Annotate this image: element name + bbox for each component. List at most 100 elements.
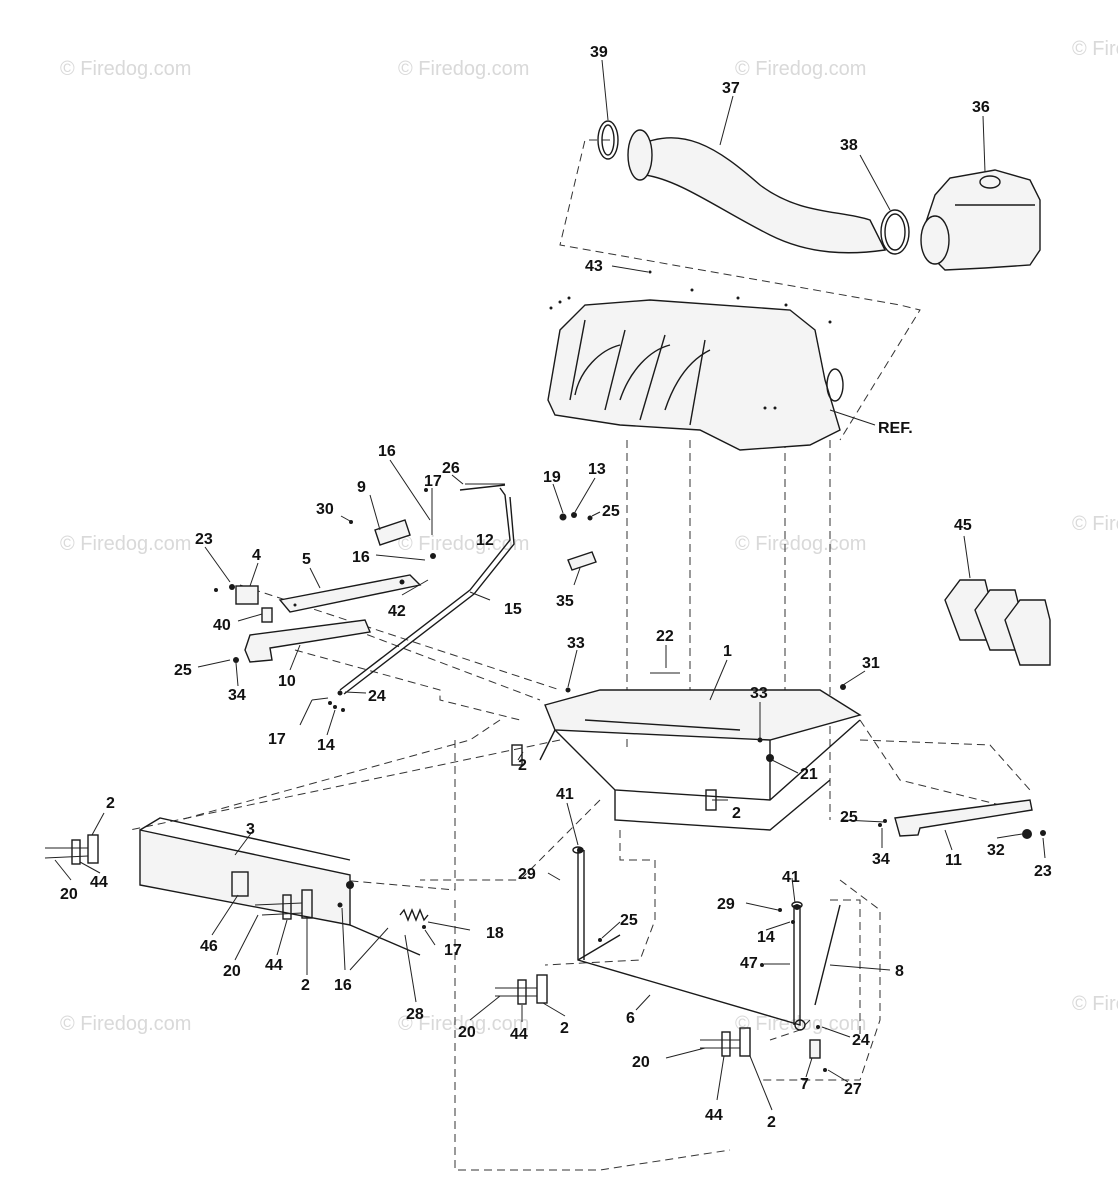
callout-labels: 39 37 36 38 43 REF. 16 26 19 13 17 9 30 … — [60, 44, 1052, 1131]
hood-screws — [549, 270, 832, 410]
callout-33: 33 — [567, 635, 585, 652]
callout-20: 20 — [223, 963, 241, 980]
watermark-text: © Firedog.com — [735, 1013, 866, 1035]
blower-36 — [920, 169, 1041, 271]
callout-18: 18 — [486, 925, 504, 942]
watermark-text: © Firedog.com — [398, 533, 529, 555]
callout-27: 27 — [844, 1081, 862, 1098]
tube-35 — [567, 551, 597, 571]
callout-44: 44 — [265, 957, 283, 974]
callout-29: 29 — [717, 896, 735, 913]
callout-22: 22 — [656, 628, 674, 645]
callout-23: 23 — [1034, 863, 1052, 880]
callout-11: 11 — [945, 852, 962, 869]
callout-17: 17 — [424, 473, 442, 490]
watermark-text: © Firedog.com — [1072, 993, 1118, 1015]
collector-hood — [547, 299, 844, 451]
callout-25: 25 — [840, 809, 858, 826]
rod-8 — [814, 904, 841, 1006]
baffle-3 — [139, 817, 421, 956]
callout-25: 25 — [620, 912, 638, 929]
callout-24: 24 — [852, 1032, 870, 1049]
watermark-text: © Firedog.com — [398, 1013, 529, 1035]
callout-2: 2 — [732, 805, 741, 822]
callout-2: 2 — [767, 1114, 776, 1131]
callout-4: 4 — [252, 547, 261, 564]
callout-10: 10 — [278, 673, 296, 690]
watermark-text: © Firedog.com — [1072, 513, 1118, 535]
callout-17: 17 — [444, 942, 462, 959]
frame-6 — [572, 846, 806, 1031]
callout-38: 38 — [840, 137, 858, 154]
callout-40: 40 — [213, 617, 231, 634]
callout-2: 2 — [301, 977, 310, 994]
watermark-text: © Firedog.com — [1072, 38, 1118, 60]
frame-1 — [539, 689, 862, 831]
callout-ref: REF. — [878, 420, 913, 437]
callout-16: 16 — [352, 549, 370, 566]
watermark-text: © Firedog.com — [735, 58, 866, 80]
watermark-text: © Firedog.com — [60, 533, 191, 555]
callout-43: 43 — [585, 258, 603, 275]
callout-14: 14 — [317, 737, 335, 754]
callout-42: 42 — [388, 603, 406, 620]
callout-16: 16 — [334, 977, 352, 994]
callout-41: 41 — [556, 786, 574, 803]
weights-45 — [944, 579, 1051, 666]
callout-17: 17 — [268, 731, 286, 748]
callout-3: 3 — [246, 821, 255, 838]
callout-26: 26 — [442, 460, 460, 477]
callout-29: 29 — [518, 866, 536, 883]
callout-45: 45 — [954, 517, 972, 534]
callout-23: 23 — [195, 531, 213, 548]
callout-39: 39 — [590, 44, 608, 61]
watermark-text: © Firedog.com — [60, 58, 191, 80]
callout-32: 32 — [987, 842, 1005, 859]
callout-36: 36 — [972, 99, 990, 116]
callout-46: 46 — [200, 938, 218, 955]
callout-5: 5 — [302, 551, 311, 568]
callout-15: 15 — [504, 601, 522, 618]
callout-6: 6 — [626, 1010, 635, 1027]
bracket-11 — [894, 799, 1033, 837]
hose-37 — [627, 129, 887, 254]
callout-21: 21 — [800, 766, 818, 783]
callout-20: 20 — [458, 1024, 476, 1041]
callout-44: 44 — [510, 1026, 528, 1043]
callout-7: 7 — [800, 1076, 809, 1093]
spring-7 — [809, 1039, 821, 1059]
callout-25: 25 — [174, 662, 192, 679]
watermark-text: © Firedog.com — [60, 1013, 191, 1035]
callout-31: 31 — [862, 655, 880, 672]
bumper-40 — [261, 607, 273, 623]
hardware-bolts — [44, 483, 1046, 1072]
clamp-38 — [880, 209, 910, 255]
callout-1: 1 — [723, 643, 732, 660]
callout-33: 33 — [750, 685, 768, 702]
callout-2: 2 — [560, 1020, 569, 1037]
callout-34: 34 — [872, 851, 890, 868]
leader-lines — [54, 59, 1046, 1111]
callout-8: 8 — [895, 963, 904, 980]
part-9 — [374, 519, 411, 546]
watermark-text: © Firedog.com — [398, 58, 529, 80]
callout-16: 16 — [378, 443, 396, 460]
hinge-plates — [71, 744, 751, 1057]
watermark-text: © Firedog.com — [735, 533, 866, 555]
callout-20: 20 — [632, 1054, 650, 1071]
callout-24: 24 — [368, 688, 386, 705]
callout-20: 20 — [60, 886, 78, 903]
plate-4 — [235, 585, 259, 605]
callout-12: 12 — [476, 532, 494, 549]
callout-28: 28 — [406, 1006, 424, 1023]
callout-30: 30 — [316, 501, 334, 518]
callout-2: 2 — [518, 757, 527, 774]
callout-44: 44 — [705, 1107, 723, 1124]
handle-rod — [339, 484, 515, 695]
watermarks: © Firedog.com © Firedog.com © Firedog.co… — [60, 38, 1118, 1035]
callout-37: 37 — [722, 80, 740, 97]
spring-18 — [399, 908, 429, 922]
callout-44: 44 — [90, 874, 108, 891]
callout-47: 47 — [740, 955, 758, 972]
